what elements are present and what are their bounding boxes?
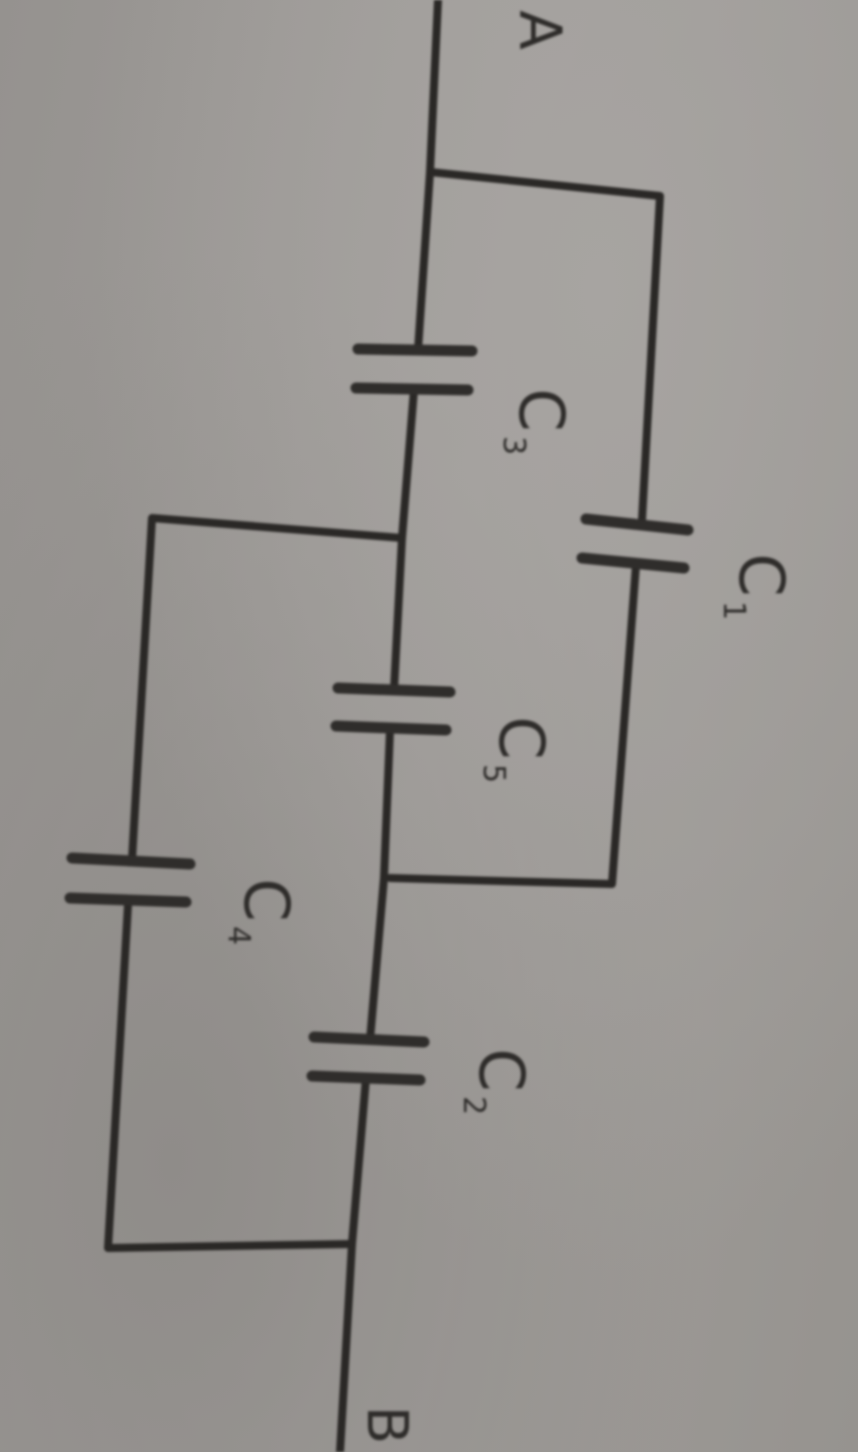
wire-node2-c5 — [390, 534, 406, 694]
wire-node1-c3 — [414, 168, 434, 354]
capacitor-c2 — [306, 1031, 430, 1086]
capacitor-c1 — [576, 513, 694, 574]
svg-text:3: 3 — [496, 436, 531, 455]
svg-text:C: C — [725, 553, 798, 596]
wire-c5-node3 — [380, 726, 394, 882]
wire-node3-c2 — [366, 874, 388, 1044]
svg-text:A: A — [506, 10, 574, 50]
capacitor-c3 — [350, 343, 478, 396]
wire-a-node1 — [426, 0, 442, 176]
svg-text:C: C — [485, 716, 558, 759]
svg-text:2: 2 — [456, 1096, 491, 1115]
wire-c2-b — [336, 1074, 370, 1452]
capacitor-label-c5: C 5 — [476, 716, 558, 783]
terminal-label-a: A — [506, 10, 574, 50]
terminal-label-b: B — [354, 1406, 419, 1444]
capacitor-c4 — [64, 852, 196, 908]
svg-text:1: 1 — [716, 601, 751, 620]
capacitor-label-c3: C 3 — [496, 388, 578, 455]
svg-text:C: C — [505, 388, 578, 431]
capacitor-label-c2: C 2 — [456, 1048, 538, 1115]
svg-text:C: C — [230, 878, 303, 921]
wire-c3-node2 — [398, 386, 418, 542]
wire-c1-branch-top — [426, 168, 664, 524]
svg-text:4: 4 — [221, 926, 256, 945]
wire-c4-branch-top — [128, 514, 406, 864]
capacitor-label-c4: C 4 — [221, 878, 303, 945]
wire-c1-branch-bottom — [386, 561, 640, 888]
svg-text:C: C — [465, 1048, 538, 1091]
wire-c4-branch-bottom — [104, 901, 356, 1252]
capacitor-c5 — [330, 682, 456, 736]
svg-text:5: 5 — [476, 764, 511, 783]
svg-text:B: B — [354, 1406, 419, 1444]
capacitor-label-c1: C 1 — [716, 553, 798, 620]
